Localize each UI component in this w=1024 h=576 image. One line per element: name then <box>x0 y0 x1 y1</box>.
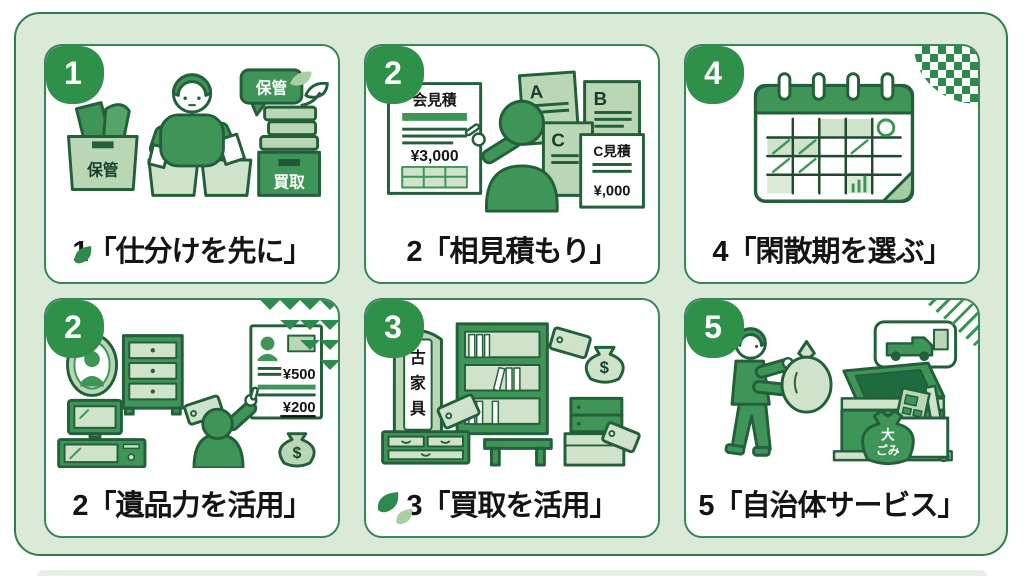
dresser <box>381 430 471 465</box>
svg-text:古: 古 <box>410 348 426 367</box>
svg-text:C: C <box>551 129 564 150</box>
card-use-keepsakes: 2 <box>44 298 340 538</box>
cabinet-boxes <box>563 396 641 467</box>
leaf-icon <box>74 246 92 264</box>
municipal-illustration: 大 ごみ <box>724 320 958 466</box>
person-sorting <box>147 73 247 170</box>
calendar-illustration <box>753 72 915 203</box>
person-pointing <box>464 99 559 213</box>
svg-text:大: 大 <box>881 427 895 443</box>
svg-text:A: A <box>529 81 544 103</box>
leaf-pair-icon <box>377 492 413 525</box>
svg-text:C見積: C見積 <box>593 143 631 159</box>
quote-doc-c2: C見積 ¥,000 <box>579 133 645 209</box>
step-badge: 5 <box>686 300 744 358</box>
big-trash-bag: 大 ごみ <box>861 409 915 466</box>
step-badge: 4 <box>686 46 744 104</box>
triangle-pattern-decor <box>260 300 338 378</box>
svg-text:¥500: ¥500 <box>283 367 316 383</box>
price-tag-icon <box>436 393 481 430</box>
svg-text:$: $ <box>600 358 610 377</box>
step-caption: 2「相見積もり」 <box>406 236 618 268</box>
step-caption: 3「買取を活用」 <box>406 490 618 522</box>
held-bag <box>780 340 833 414</box>
leaf-icon <box>290 71 329 107</box>
monitor <box>67 398 123 440</box>
calendar <box>753 72 915 203</box>
svg-text:会見積: 会見積 <box>413 91 457 109</box>
svg-text:保管: 保管 <box>255 78 288 97</box>
buyback-box: 買取 <box>257 105 321 197</box>
svg-text:¥200: ¥200 <box>283 400 316 416</box>
step-caption: 5「自治体サービス」 <box>698 490 966 522</box>
step-badge: 2 <box>46 300 104 358</box>
person-pointing <box>192 386 259 468</box>
step-caption: 2「遺品力を活用」 <box>72 490 312 522</box>
svg-text:家: 家 <box>410 374 426 393</box>
card-sort-first: 1 保管 <box>44 44 340 284</box>
svg-text:¥3,000: ¥3,000 <box>411 148 459 165</box>
money-bag-icon: $ <box>584 345 625 384</box>
step-caption: 4「閑散期を選ぶ」 <box>712 236 952 268</box>
svg-text:¥,000: ¥,000 <box>594 183 631 199</box>
card-compare-quotes: 2 A ¥200 B ¥200 <box>364 44 660 284</box>
svg-text:ごみ: ごみ <box>876 443 900 457</box>
stool <box>483 438 553 467</box>
bookshelf <box>455 322 549 436</box>
microwave <box>57 438 147 468</box>
step-caption: 1「仕分けを先に」 <box>72 236 312 268</box>
svg-text:買取: 買取 <box>273 174 305 192</box>
price-tag-icon <box>548 326 592 360</box>
card-use-buyback: 3 古 家 具 <box>364 298 660 538</box>
speech-bubble: 保管 <box>239 68 304 117</box>
svg-text:保管: 保管 <box>86 161 119 180</box>
card-pick-off-season: 4 <box>684 44 980 284</box>
step-badge: 1 <box>46 46 104 104</box>
svg-text:具: 具 <box>410 400 426 418</box>
sorting-illustration: 保管 <box>67 68 329 197</box>
svg-text:$: $ <box>293 445 302 462</box>
quotes-illustration: A ¥200 B ¥200 C <box>387 70 645 213</box>
step-badge: 2 <box>366 46 424 104</box>
svg-text:B: B <box>594 88 607 109</box>
money-bag-icon: $ <box>278 432 316 468</box>
drawer-chest <box>121 334 184 416</box>
step-badge: 3 <box>366 300 424 358</box>
card-municipal-service: 5 <box>684 298 980 538</box>
keep-box: 保管 <box>67 101 139 191</box>
next-section-edge <box>36 570 988 576</box>
